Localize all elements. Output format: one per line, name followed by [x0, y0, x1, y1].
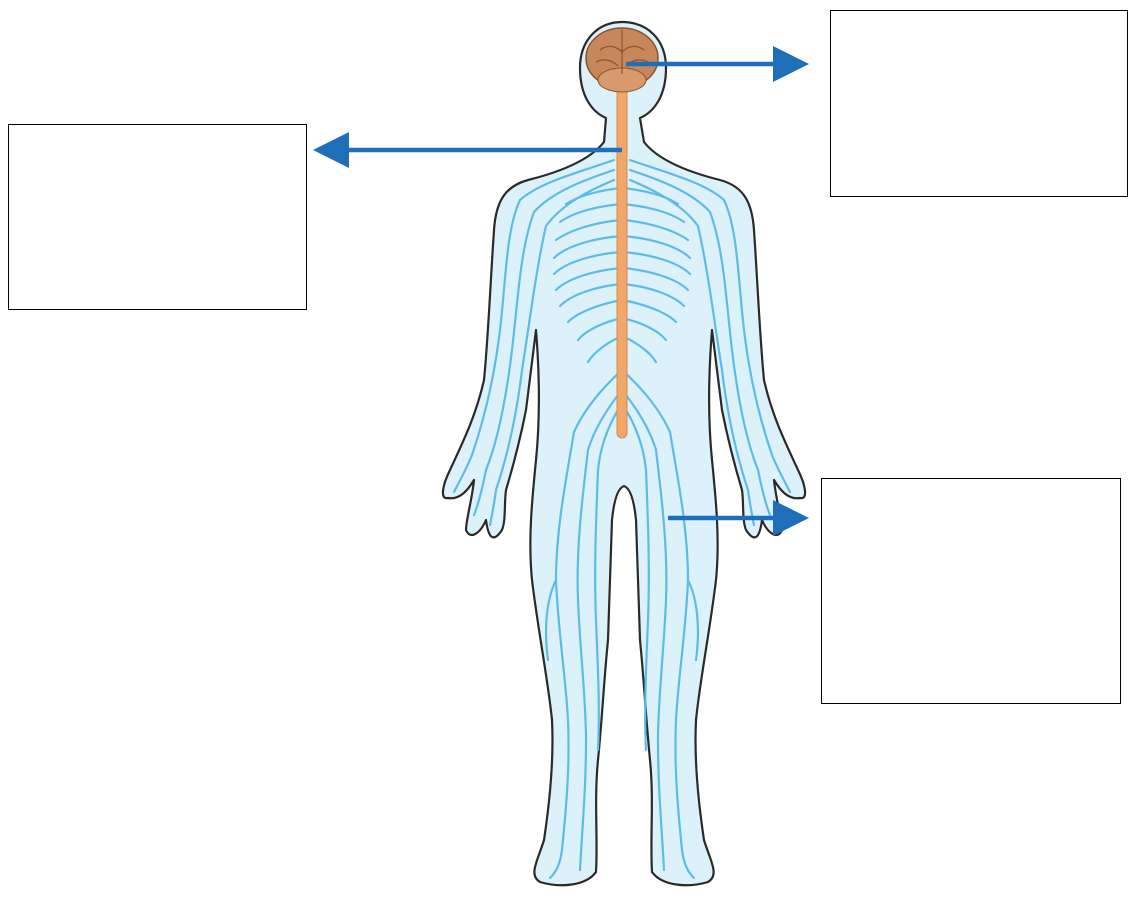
peripheral-nerves-label-box[interactable]: [821, 478, 1121, 704]
spinal-cord: [617, 88, 627, 438]
spinal-cord-label-box[interactable]: [8, 124, 307, 310]
brain-label-box[interactable]: [830, 10, 1128, 197]
